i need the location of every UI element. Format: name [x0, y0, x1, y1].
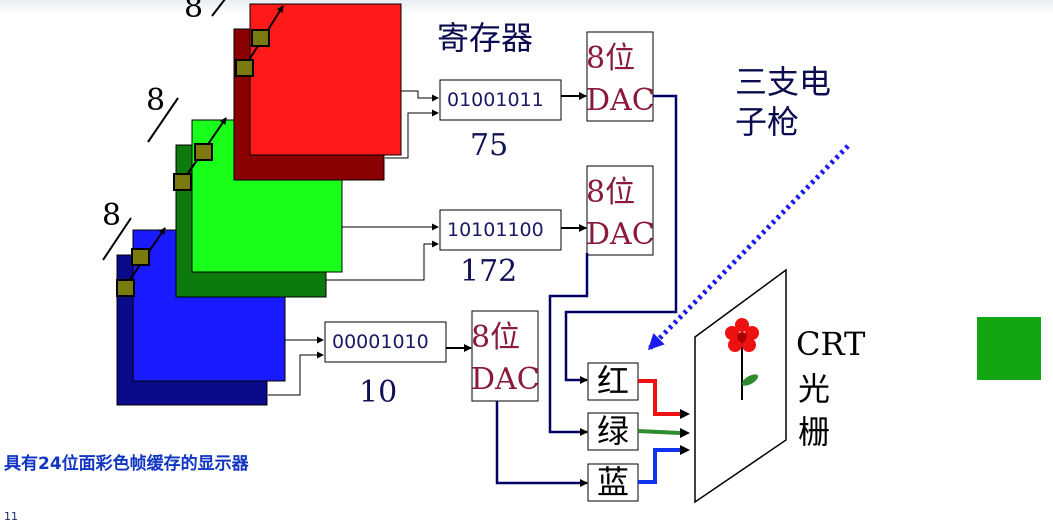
dac-label: DAC — [471, 362, 540, 397]
beam-arrowheads — [680, 409, 690, 455]
blue-bit-planes — [116, 229, 286, 406]
bit-depth-label-red: 8 — [184, 0, 203, 25]
dac-label: 8位 — [586, 41, 635, 76]
bit-width-slashes — [102, 0, 226, 261]
dac-label: DAC — [586, 217, 655, 252]
register-to-dac-arrows — [446, 92, 587, 352]
crt-label: CRT — [796, 325, 866, 363]
dac-green: 8位 DAC — [586, 165, 655, 256]
register-green: 10101100 — [439, 209, 562, 251]
colored-beams — [637, 379, 681, 484]
gun-green: 绿 — [587, 412, 639, 451]
register-value: 10101100 — [447, 219, 544, 241]
dac-label: DAC — [586, 83, 655, 118]
green-color-swatch — [977, 317, 1041, 380]
dac-label: 8位 — [471, 320, 520, 355]
register-decimal: 172 — [460, 254, 517, 289]
gun-label: 绿 — [597, 412, 629, 450]
gun-red: 红 — [587, 362, 639, 401]
dac-label: 8位 — [586, 175, 635, 210]
gun-blue: 蓝 — [587, 463, 639, 502]
gun-label: 蓝 — [597, 463, 629, 501]
register-value: 01001011 — [447, 89, 544, 111]
pixel-marker-icon — [116, 5, 284, 297]
dac-to-gun-wires — [495, 94, 678, 487]
gun-label: 红 — [597, 362, 629, 400]
electron-gun-label: 子枪 — [735, 103, 799, 141]
register-decimal: 75 — [470, 128, 508, 163]
crt-screen — [694, 268, 787, 504]
beam-pointer-arrow — [647, 144, 850, 351]
bit-depth-label-blue: 8 — [102, 198, 121, 233]
dac-red: 8位 DAC — [586, 31, 655, 122]
register-blue: 00001010 — [324, 321, 447, 363]
register-title: 寄存器 — [437, 19, 533, 57]
page-number: 11 — [4, 510, 18, 523]
crt-label: 光 — [798, 370, 830, 408]
flower-icon — [725, 318, 759, 400]
register-decimal: 10 — [359, 375, 397, 410]
red-bit-planes — [233, 3, 402, 181]
crt-label: 栅 — [798, 413, 830, 451]
dac-blue: 8位 DAC — [471, 310, 540, 402]
register-red: 01001011 — [439, 79, 562, 121]
register-value: 00001010 — [332, 331, 429, 353]
electron-gun-label: 三支电 — [735, 63, 831, 101]
plane-to-register-wires — [268, 90, 439, 396]
slide-caption: 具有24位面彩色帧缓存的显示器 — [4, 454, 249, 474]
bit-depth-label-green: 8 — [146, 83, 165, 118]
